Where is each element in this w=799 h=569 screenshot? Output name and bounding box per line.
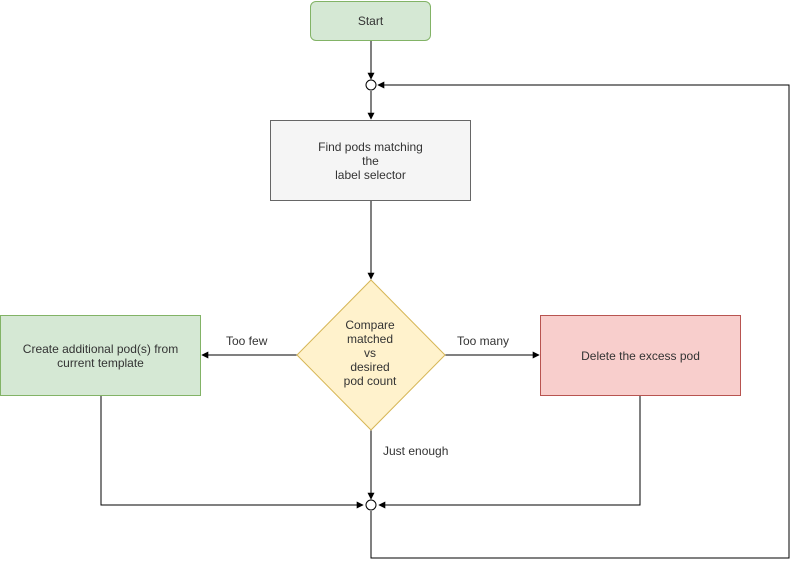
compare-diamond-shape [296, 279, 446, 431]
compare-line-2: matched [346, 332, 394, 346]
compare-line-4: desired [350, 360, 390, 374]
edge-create-to-merge [100, 396, 364, 509]
create-pods-node[interactable]: Create additional pod(s) from current te… [0, 315, 201, 396]
compare-line-1: Compare [345, 318, 395, 332]
create-pods-line-2: current template [57, 355, 144, 370]
compare-line-5: pod count [343, 374, 397, 388]
start-label: Start [357, 14, 384, 28]
edge-delete-to-merge [378, 396, 641, 509]
find-pods-line-3: label selector [335, 167, 406, 182]
delete-pod-node[interactable]: Delete the excess pod [540, 315, 741, 396]
start-node[interactable]: Start [310, 1, 431, 41]
compare-line-3: vs [364, 346, 376, 360]
just-enough-label: Just enough [383, 444, 449, 458]
find-pods-line-2: the [362, 153, 379, 168]
merge-junction [365, 499, 377, 511]
edge-loop-back [370, 81, 790, 559]
too-many-label: Too many [457, 334, 510, 348]
compare-node[interactable]: Compare matched vs desired pod count [325, 318, 415, 388]
delete-pod-label: Delete the excess pod [581, 348, 700, 363]
create-pods-line-1: Create additional pod(s) from [22, 341, 179, 356]
find-pods-node[interactable]: Find pods matching the label selector [270, 120, 471, 201]
find-pods-line-1: Find pods matching [318, 139, 423, 154]
loop-junction [365, 79, 377, 91]
too-few-label: Too few [226, 334, 268, 348]
